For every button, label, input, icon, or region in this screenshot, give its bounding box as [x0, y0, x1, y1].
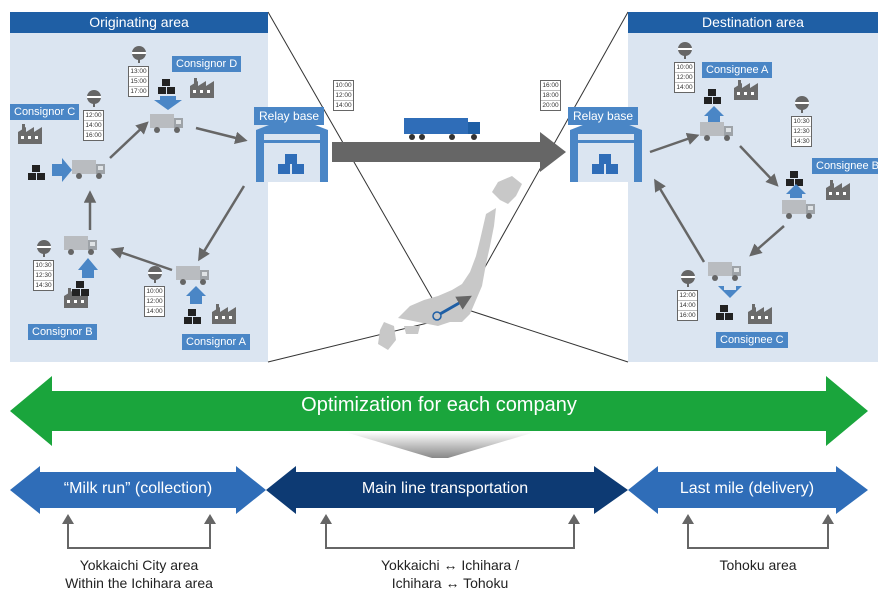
- area-line: Yokkaichi City area: [79, 557, 199, 573]
- schedule-time: 13:00: [129, 68, 148, 77]
- consignor-d-schedule: 13:00 15:00 17:00: [128, 66, 149, 97]
- schedule-time: 10:30: [792, 118, 811, 127]
- consignee-c-schedule: 12:00 14:00 16:00: [677, 290, 698, 321]
- schedule-time: 10:00: [675, 64, 694, 73]
- dest-relay-schedule: 16:00 18:00 20:00: [540, 80, 561, 111]
- schedule-time: 16:00: [679, 312, 696, 319]
- consignor-b-label: Consignor B: [28, 324, 97, 340]
- funnel-shape: [345, 432, 535, 458]
- schedule-time: 18:00: [541, 92, 560, 101]
- consignor-c-node: [18, 90, 105, 182]
- main-line-label: Main line transportation: [361, 480, 529, 497]
- origin-relay-base-icon: [256, 116, 328, 182]
- area-line: Yokkaichi ↔ Ichihara /: [381, 557, 519, 573]
- schedule-time: 17:00: [130, 88, 147, 95]
- schedule-time: 14:00: [678, 302, 697, 311]
- origin-flow-arrows: [83, 121, 248, 272]
- schedule-time: 20:00: [542, 102, 559, 109]
- area-line: Within the Ichihara area: [65, 575, 213, 591]
- milk-run-arrow: [10, 466, 266, 514]
- last-mile-area-text: Tohoku area: [648, 556, 868, 574]
- main-line-area-text: Yokkaichi ↔ Ichihara / Ichihara ↔ Tohoku: [330, 556, 570, 592]
- map-origin-marker: [432, 311, 442, 321]
- consignee-a-schedule: 10:00 12:00 14:00: [674, 62, 695, 93]
- schedule-time: 14:30: [35, 282, 52, 289]
- consignor-a-schedule: 10:00 12:00 14:00: [144, 286, 165, 317]
- main-line-phase-arrow: [266, 466, 628, 514]
- last-mile-label: Last mile (delivery): [679, 480, 815, 497]
- dest-flow-arrows: [649, 132, 785, 263]
- main-line-arrow: [332, 132, 566, 172]
- schedule-time: 10:00: [334, 82, 353, 91]
- dest-relay-base-icon: [570, 116, 642, 182]
- consignor-b-node: [37, 236, 98, 308]
- schedule-time: 15:00: [129, 78, 148, 87]
- consignee-c-label: Consignee C: [716, 332, 788, 348]
- milk-run-label: “Milk run” (collection): [63, 480, 213, 497]
- map-route-arrow: [439, 295, 472, 316]
- schedule-time: 16:00: [85, 132, 102, 139]
- origin-relay-base-label: Relay base: [254, 107, 325, 125]
- schedule-time: 10:30: [34, 262, 53, 271]
- consignor-d-node: [132, 46, 214, 133]
- schedule-time: 14:00: [676, 84, 693, 91]
- schedule-time: 14:30: [793, 138, 810, 145]
- area-line: Tohoku area: [719, 557, 797, 573]
- dest-relay-base-label: Relay base: [568, 107, 639, 125]
- schedule-time: 12:00: [678, 292, 697, 301]
- schedule-time: 14:00: [146, 308, 163, 315]
- consignor-d-label: Consignor D: [172, 56, 242, 72]
- origin-area-header: Originating area: [10, 12, 268, 33]
- schedule-time: 12:00: [145, 298, 164, 307]
- schedule-time: 12:00: [675, 74, 694, 83]
- schedule-time: 12:30: [34, 272, 53, 281]
- schedule-time: 12:00: [334, 92, 353, 101]
- consignee-b-label: Consignee B: [812, 158, 878, 174]
- main-line-truck-icon: [404, 118, 480, 140]
- schedule-time: 14:00: [335, 102, 352, 109]
- brackets: [67, 522, 829, 549]
- bracket-arrowheads: [62, 514, 834, 524]
- consignee-a-label: Consignee A: [702, 62, 773, 78]
- origin-relay-schedule: 10:00 12:00 14:00: [333, 80, 354, 111]
- destination-area-header: Destination area: [628, 12, 878, 33]
- optimization-arrow: [10, 376, 868, 446]
- consignor-c-schedule: 12:00 14:00 16:00: [83, 110, 104, 141]
- consignor-a-label: Consignor A: [182, 334, 250, 350]
- schedule-time: 10:00: [145, 288, 164, 297]
- consignor-a-node: [148, 266, 236, 324]
- japan-map: [378, 176, 522, 350]
- consignee-c-node: [681, 262, 772, 324]
- optimization-label: Optimization for each company: [301, 394, 577, 416]
- consignor-c-label: Consignor C: [10, 104, 80, 120]
- schedule-time: 12:00: [84, 112, 103, 121]
- consignee-b-schedule: 10:30 12:30 14:30: [791, 116, 812, 147]
- schedule-time: 14:00: [84, 122, 103, 131]
- schedule-time: 16:00: [541, 82, 560, 91]
- consignee-b-node: [782, 96, 850, 219]
- last-mile-arrow: [628, 466, 868, 514]
- area-line: Ichihara ↔ Tohoku: [391, 575, 509, 591]
- schedule-time: 12:30: [792, 128, 811, 137]
- consignor-b-schedule: 10:30 12:30 14:30: [33, 260, 54, 291]
- consignee-a-node: [678, 42, 758, 141]
- milk-run-area-text: Yokkaichi City area Within the Ichihara …: [24, 556, 254, 592]
